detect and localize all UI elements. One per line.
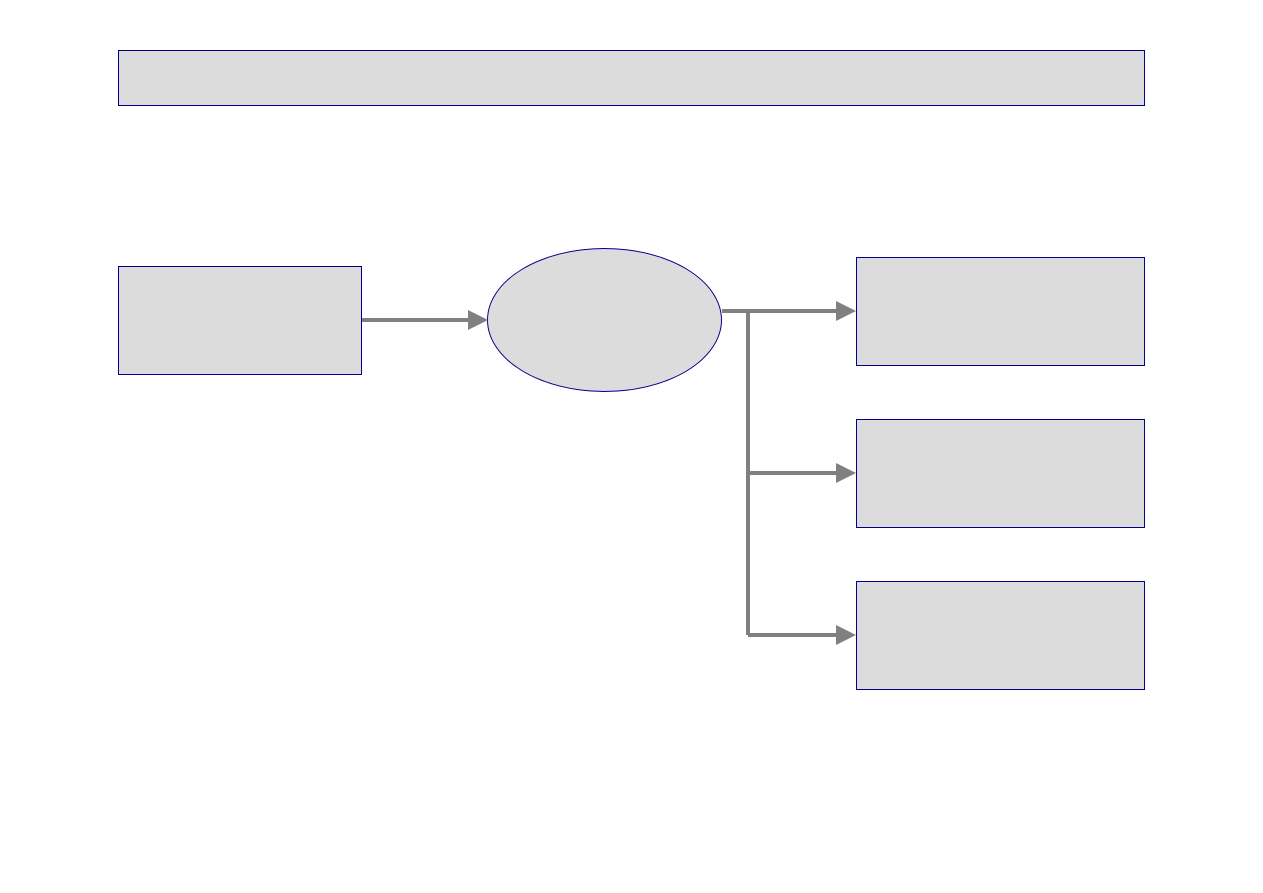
branch-to-target-1-arrowhead xyxy=(836,301,856,321)
source-to-hub-arrowhead xyxy=(468,310,488,330)
branch-to-target-2-arrowhead xyxy=(836,463,856,483)
hub-ellipse xyxy=(487,248,722,392)
target-box-2 xyxy=(856,419,1145,528)
target-box-3 xyxy=(856,581,1145,690)
target-box-1 xyxy=(856,257,1145,366)
header-box xyxy=(118,50,1145,106)
branch-to-target-3-arrowhead xyxy=(836,625,856,645)
source-box xyxy=(118,266,362,375)
